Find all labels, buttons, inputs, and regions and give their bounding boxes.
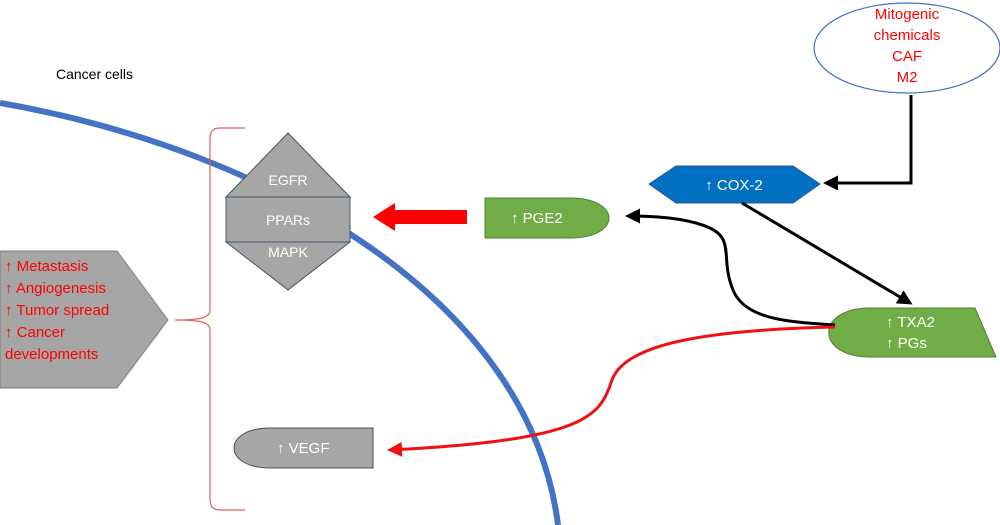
pge2-label: ↑ PGE2 bbox=[511, 210, 563, 227]
cell-label: Cancer cells bbox=[56, 66, 133, 82]
vegf-label: ↑ VEGF bbox=[277, 440, 330, 457]
mapk-triangle bbox=[224, 241, 352, 291]
cell-membrane-arc bbox=[0, 100, 561, 525]
mitogenic-to-cox2-arrow bbox=[823, 95, 913, 191]
outcomes-pentagon bbox=[0, 250, 169, 389]
outcome-bracket bbox=[174, 127, 245, 511]
outcome-line-1: ↑ Metastasis bbox=[5, 258, 88, 275]
cox2-hexagon bbox=[648, 165, 821, 204]
txa2-to-vegf-arrow bbox=[387, 325, 836, 457]
mitogenic-line-2: chemicals bbox=[874, 27, 941, 44]
ppars-rect bbox=[225, 196, 351, 243]
pge2-to-receptors-arrow-shaft bbox=[395, 210, 467, 224]
outcome-line-2: ↑ Angiogenesis bbox=[5, 280, 106, 297]
cox2-label: ↑ COX-2 bbox=[705, 177, 763, 194]
ppars-label: PPARs bbox=[266, 212, 310, 228]
txa2-to-pge2-arrow bbox=[625, 208, 836, 327]
cox2-to-txa2-arrow bbox=[741, 201, 913, 305]
outcome-line-4: ↑ Cancer bbox=[5, 324, 65, 341]
mitogenic-line-4: M2 bbox=[897, 69, 918, 86]
pge2-to-receptors-arrow-head bbox=[373, 203, 395, 231]
egfr-label: EGFR bbox=[269, 172, 308, 188]
txa2-shape bbox=[828, 307, 997, 358]
mitogenic-line-1: Mitogenic bbox=[875, 6, 940, 23]
mapk-label: MAPK bbox=[268, 244, 308, 260]
txa2-line-2: ↑ PGs bbox=[886, 335, 927, 352]
outcome-line-3: ↑ Tumor spread bbox=[5, 302, 109, 319]
vegf-shape bbox=[233, 427, 374, 469]
pge2-shape bbox=[484, 197, 610, 239]
mitogenic-line-3: CAF bbox=[892, 48, 922, 65]
txa2-line-1: ↑ TXA2 bbox=[886, 314, 935, 331]
outcome-line-5: developments bbox=[5, 346, 98, 363]
mitogenic-ellipse bbox=[813, 2, 1000, 94]
